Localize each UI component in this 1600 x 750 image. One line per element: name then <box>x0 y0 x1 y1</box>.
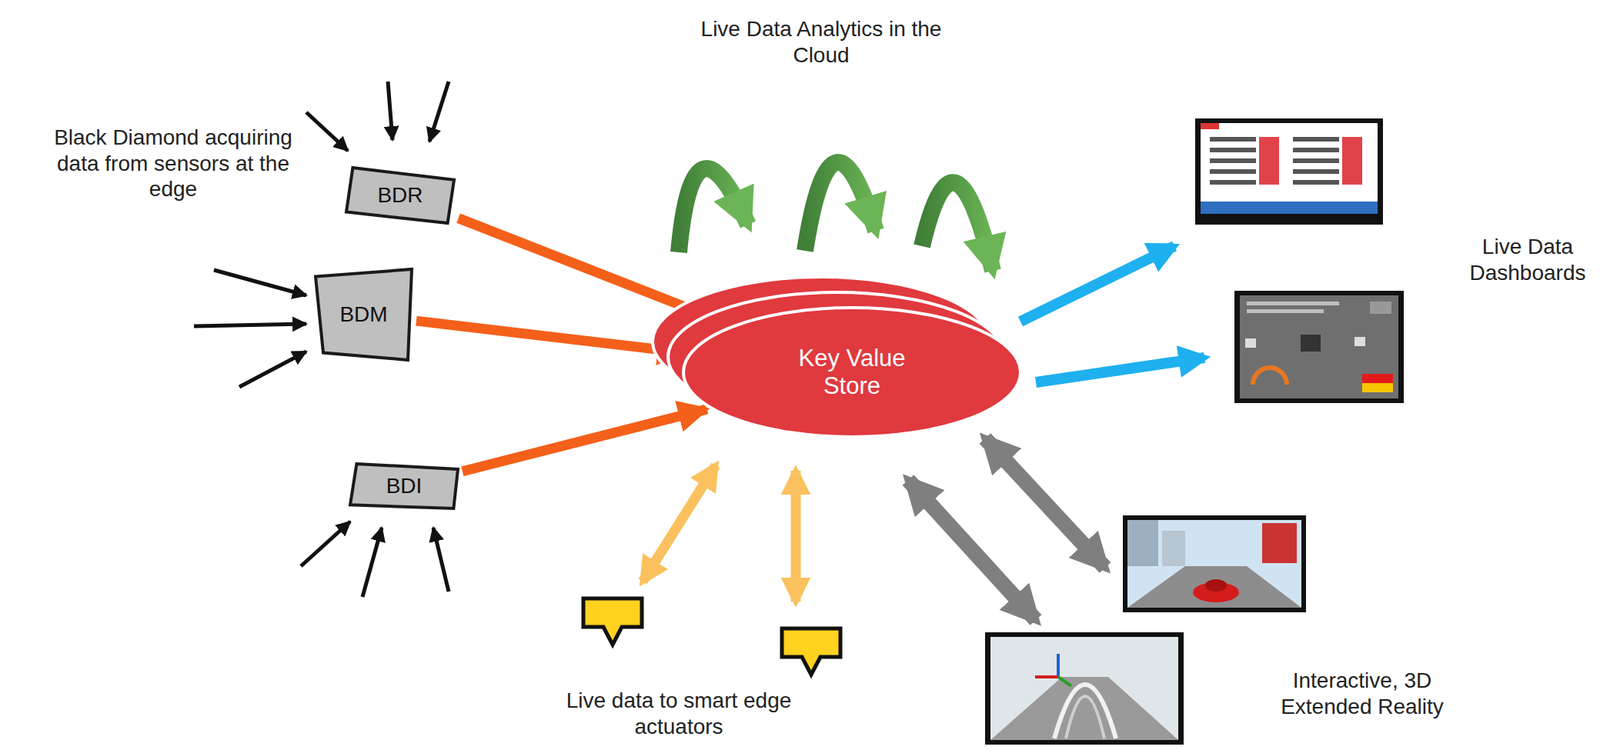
dashboard-arrows <box>1020 246 1205 383</box>
key-value-store: Key Value Store <box>683 307 1021 438</box>
dashboard-screen <box>1195 118 1383 225</box>
data-flow-arrow <box>462 409 708 472</box>
caption-label: Interactive, 3D Extended Reality <box>1246 668 1478 720</box>
black-diamond-box: BDM <box>315 269 412 361</box>
xr-car-screen <box>1122 515 1307 613</box>
dashboard-screen <box>1234 290 1404 404</box>
data-flow-arrow <box>416 320 687 353</box>
actuator-arrows <box>642 465 796 602</box>
node-label: BDI <box>386 474 423 499</box>
black-diamond-box: BDI <box>350 464 458 509</box>
black-diamond-box: BDR <box>346 167 455 224</box>
caption-label: Black Diamond acquiring data from sensor… <box>42 124 304 203</box>
caption-label: Live data to smart edge actuators <box>563 688 795 740</box>
caption-label: Live Data Dashboards <box>1462 233 1594 286</box>
xr-bridge-screen <box>985 632 1184 745</box>
analytics-arrows <box>678 162 993 271</box>
xr-arrows <box>908 438 1106 621</box>
node-label: Key Value Store <box>786 344 918 400</box>
caption-label: Live Data Analytics in the Cloud <box>690 16 952 68</box>
node-label: BDR <box>377 183 423 208</box>
actuator-icons <box>583 598 841 675</box>
node-label: BDM <box>339 302 388 328</box>
